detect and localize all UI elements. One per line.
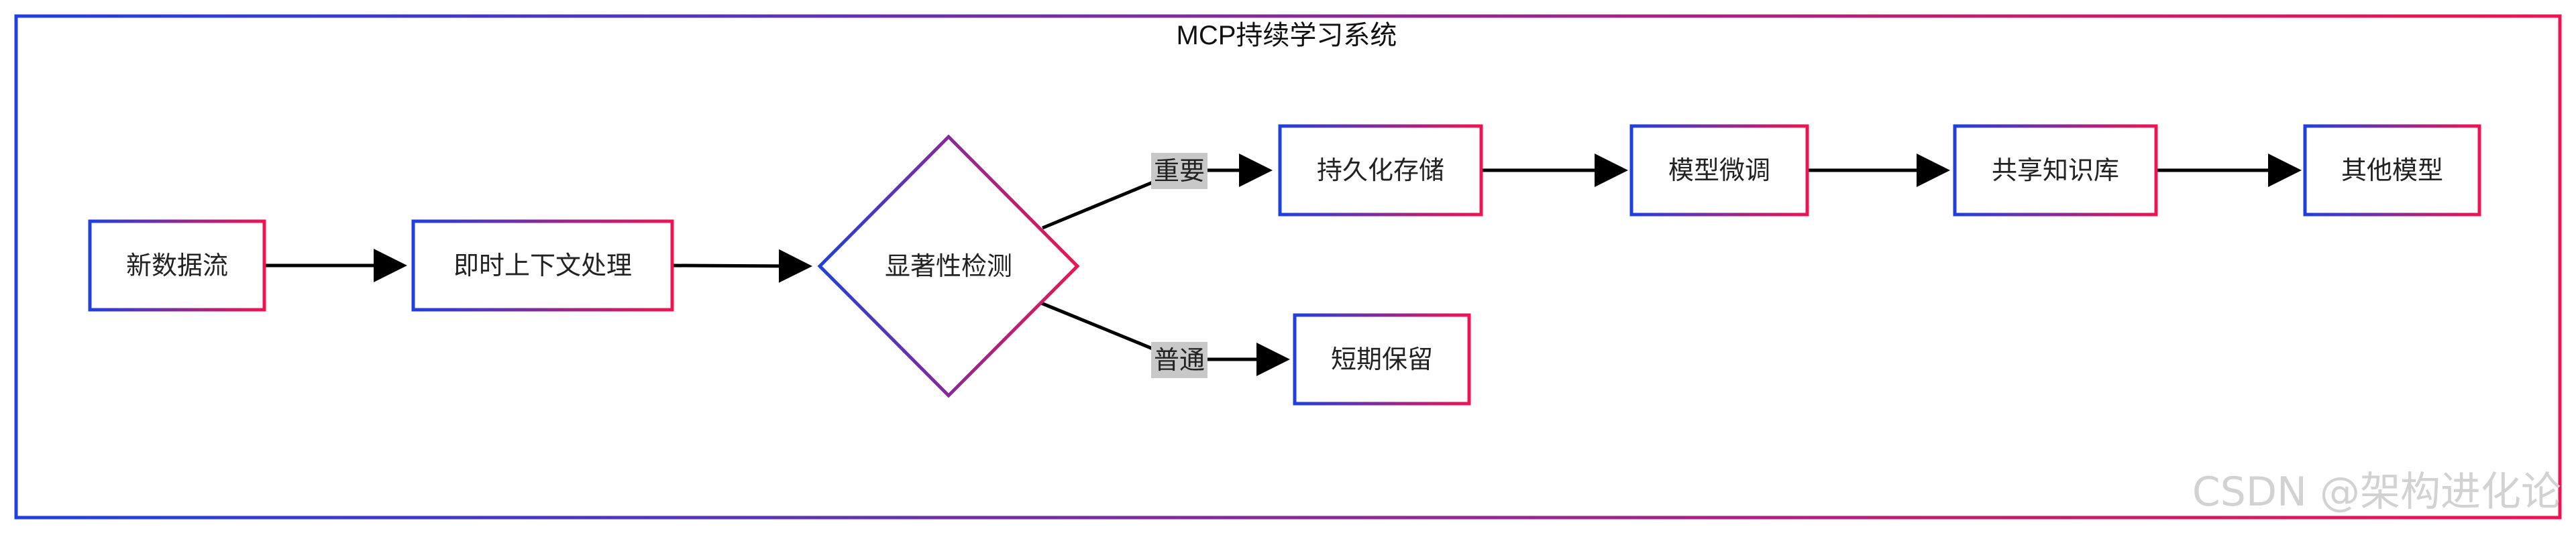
node-knowledge: 共享知识库 (1953, 124, 2158, 217)
node-context-box (411, 219, 674, 312)
watermark: CSDN @架构进化论 (2192, 469, 2561, 516)
node-salience-label: 显著性检测 (885, 251, 1012, 281)
node-persist-label: 持久化存储 (1317, 156, 1444, 185)
node-others: 其他模型 (2303, 124, 2481, 217)
edge-label-normal-bg (1151, 342, 1208, 378)
diagram-title: MCP持续学习系统 (1177, 21, 1397, 50)
node-context: 即时上下文处理 (411, 219, 674, 312)
edge-label-important-bg (1151, 153, 1208, 189)
container-frame (14, 14, 2562, 520)
node-salience: 显著性检测 (817, 134, 1080, 398)
edge-label-important: 重要 (1151, 153, 1208, 189)
node-persist: 持久化存储 (1278, 124, 1483, 217)
node-salience-diamond (817, 134, 1080, 398)
node-new-data-box (88, 219, 266, 312)
edge-label-important-text: 重要 (1154, 156, 1205, 186)
node-context-label: 即时上下文处理 (453, 251, 632, 280)
edge-context-to-salience (673, 249, 812, 283)
node-new-data: 新数据流 (88, 219, 266, 312)
node-short-term-box (1293, 313, 1471, 406)
node-new-data-label: 新数据流 (126, 251, 228, 280)
node-short-term-label: 短期保留 (1331, 345, 1433, 374)
node-others-label: 其他模型 (2341, 156, 2443, 185)
node-others-box (2303, 124, 2481, 217)
node-persist-box (1278, 124, 1483, 217)
edge-label-normal-text: 普通 (1154, 345, 1205, 375)
node-knowledge-box (1953, 124, 2158, 217)
node-finetune: 模型微调 (1629, 124, 1809, 217)
node-finetune-label: 模型微调 (1668, 156, 1770, 185)
node-short-term: 短期保留 (1293, 313, 1471, 406)
node-knowledge-label: 共享知识库 (1992, 156, 2119, 185)
edge-label-normal: 普通 (1151, 342, 1208, 378)
node-finetune-box (1629, 124, 1809, 217)
